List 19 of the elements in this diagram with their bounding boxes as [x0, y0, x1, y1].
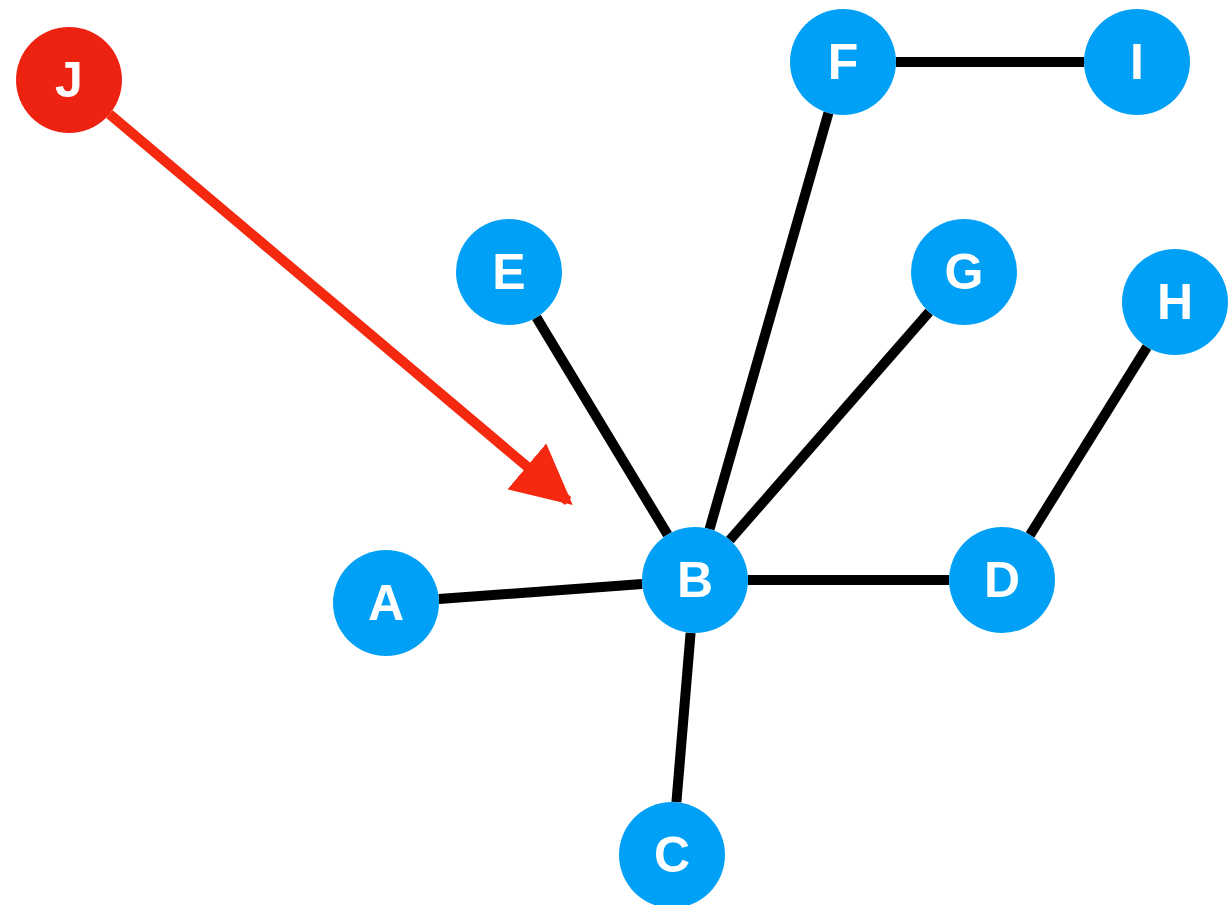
node-label: B — [676, 555, 714, 605]
connector-line — [671, 632, 696, 803]
connector-line — [748, 575, 949, 585]
connector-line — [532, 314, 672, 538]
node-label: D — [983, 555, 1021, 605]
connector-line — [896, 57, 1084, 67]
node-label: E — [492, 247, 526, 297]
connector-line — [438, 578, 643, 605]
connector-line — [726, 308, 933, 544]
node-label: G — [944, 247, 984, 297]
connector-line — [1025, 344, 1152, 538]
node-label: C — [653, 830, 691, 880]
node-label: A — [367, 578, 405, 628]
connector-line — [704, 111, 834, 531]
node-label: I — [1130, 37, 1144, 87]
node-label: F — [827, 37, 859, 87]
node-label: H — [1156, 277, 1194, 327]
node-label: J — [55, 55, 83, 105]
arrow — [106, 110, 573, 506]
